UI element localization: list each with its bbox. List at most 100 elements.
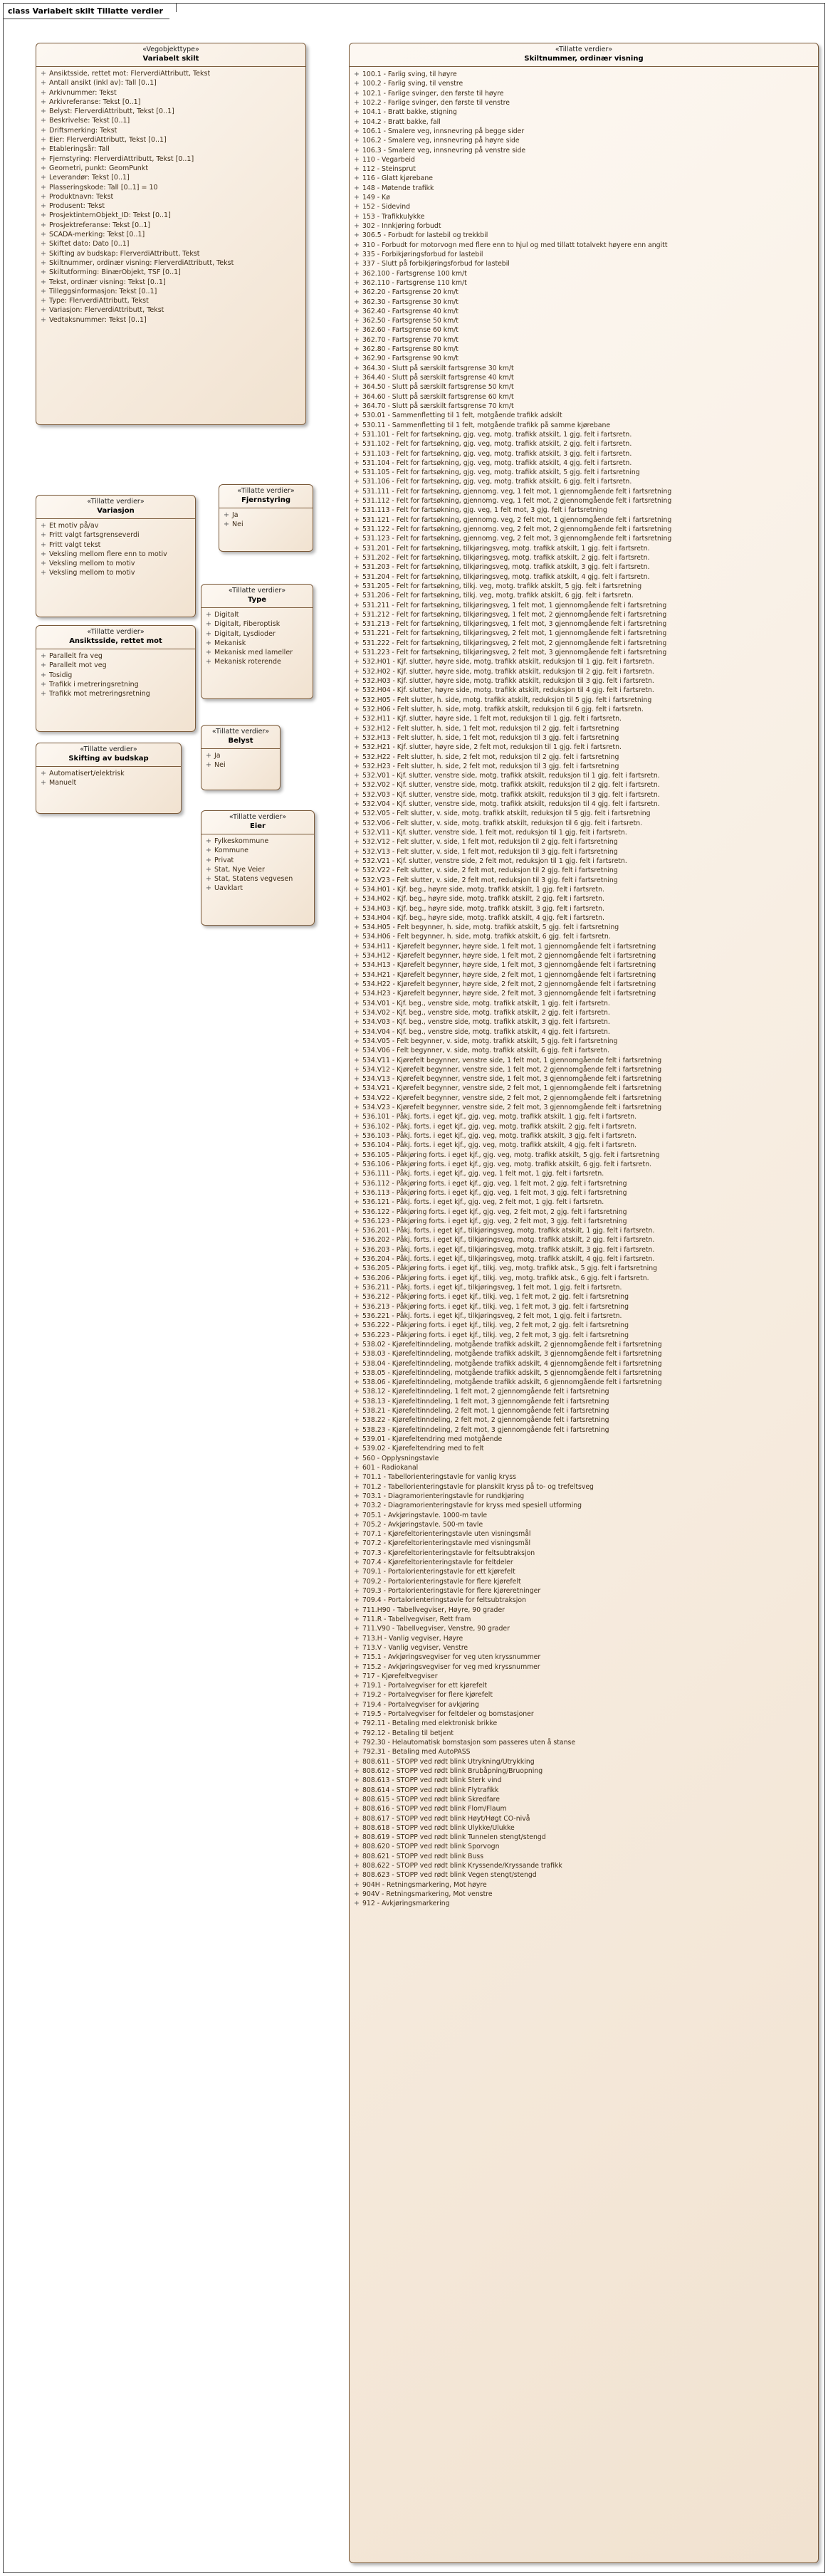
attribute-text: 532.H22 - Felt slutter, h. side, 2 felt … (362, 753, 619, 761)
visibility-marker: + (354, 165, 360, 174)
attribute-row: +532.V11 - Kjf. slutter, venstre side, 1… (354, 828, 814, 837)
class-header: «Tillatte verdier» Variasjon (36, 496, 195, 519)
visibility-marker: + (41, 70, 46, 78)
visibility-marker: + (354, 345, 360, 354)
visibility-marker: + (354, 1748, 360, 1756)
attribute-text: 536.121 - Påkj. forts. i eget kjf., gjg.… (362, 1198, 604, 1207)
attribute-text: Ja (214, 752, 221, 760)
visibility-marker: + (354, 1823, 360, 1832)
visibility-marker: + (354, 1445, 360, 1453)
class-stereotype: «Tillatte verdier» (87, 628, 145, 636)
attribute-row: +106.2 - Smalere veg, innsnevring på høy… (354, 136, 814, 145)
visibility-marker: + (354, 847, 360, 856)
class-header: «Tillatte verdier» Eier (201, 811, 314, 834)
class-variasjon[interactable]: «Tillatte verdier» Variasjon +Et motiv p… (36, 495, 196, 617)
attribute-text: 536.213 - Påkjøring forts. i eget kjf., … (362, 1302, 629, 1311)
class-ansiktsside-rettet-mot[interactable]: «Tillatte verdier» Ansiktsside, rettet m… (36, 625, 196, 732)
class-variabelt-skilt[interactable]: «Vegobjekttype» Variabelt skilt +Ansikts… (36, 43, 306, 425)
attribute-row: +Etableringsår: Tall (41, 145, 301, 154)
attribute-text: Trafikk mot metreringsretning (49, 690, 150, 698)
attribute-text: Veksling mellom to motiv (49, 569, 135, 577)
attribute-row: +Leverandør: Tekst [0..1] (41, 173, 301, 182)
class-eier[interactable]: «Tillatte verdier» Eier +Fylkeskommune+K… (201, 810, 315, 926)
attribute-text: 532.H05 - Felt slutter, h. side, motg. t… (362, 696, 652, 704)
class-skifting-av-budskap[interactable]: «Tillatte verdier» Skifting av budskap +… (36, 743, 182, 814)
attribute-row: +532.V05 - Felt slutter, v. side, motg. … (354, 809, 814, 818)
attribute-list: +Ansiktsside, rettet mot: FlerverdiAttri… (36, 67, 305, 328)
visibility-marker: + (354, 1729, 360, 1737)
attribute-row: +792.12 - Betaling til betjent (354, 1729, 814, 1738)
visibility-marker: + (354, 753, 360, 761)
attribute-row: +701.2 - Tabellorienteringstavle for pla… (354, 1482, 814, 1492)
attribute-text: 104.2 - Bratt bakke, fall (362, 117, 441, 126)
attribute-row: +536.201 - Påkj. forts. i eget kjf., til… (354, 1226, 814, 1235)
visibility-marker: + (354, 933, 360, 941)
attribute-text: 711.V90 - Tabellvegviser, Venstre, 90 gr… (362, 1625, 510, 1633)
attribute-row: +104.1 - Bratt bakke, stigning (354, 108, 814, 117)
attribute-text: Veksling mellom flere enn to motiv (49, 550, 167, 558)
attribute-row: +153 - Trafikkulykke (354, 212, 814, 221)
visibility-marker: + (206, 649, 211, 657)
attribute-text: 536.112 - Påkjøring forts. i eget kjf., … (362, 1179, 627, 1188)
attribute-row: +531.105 - Felt for fartsøkning, gjg. ve… (354, 468, 814, 477)
attribute-row: +532.V23 - Felt slutter, v. side, 2 felt… (354, 876, 814, 885)
attribute-text: 538.12 - Kjørefeltinndeling, 1 felt mot,… (362, 1388, 609, 1396)
attribute-row: +536.113 - Påkjøring forts. i eget kjf.,… (354, 1188, 814, 1198)
visibility-marker: + (354, 383, 360, 392)
visibility-marker: + (354, 1862, 360, 1870)
attribute-row: +Skiltutforming: BinærObjekt, TSF [0..1] (41, 268, 301, 277)
attribute-row: +530.01 - Sammenfletting til 1 felt, mot… (354, 411, 814, 420)
class-belyst[interactable]: «Tillatte verdier» Belyst +Ja+Nei (201, 725, 281, 790)
attribute-text: Skiltnummer, ordinær visning: FlerverdiA… (49, 258, 234, 267)
attribute-row: +531.222 - Felt for fartsøkning, tilkjør… (354, 639, 814, 648)
visibility-marker: + (354, 155, 360, 164)
visibility-marker: + (354, 449, 360, 458)
attribute-row: +Tekst, ordinær visning: Tekst [0..1] (41, 278, 301, 287)
attribute-row: +Fjernstyring: FlerverdiAttributt, Tekst… (41, 155, 301, 164)
attribute-row: +532.V01 - Kjf. slutter, venstre side, m… (354, 771, 814, 780)
attribute-row: +703.1 - Diagramorienteringstavle for ru… (354, 1492, 814, 1501)
attribute-text: Vedtaksnummer: Tekst [0..1] (49, 315, 147, 324)
attribute-row: +306.5 - Forbudt for lastebil og trekkbi… (354, 231, 814, 240)
attribute-row: +Arkivreferanse: Tekst [0..1] (41, 98, 301, 107)
class-fjernstyring[interactable]: «Tillatte verdier» Fjernstyring +Ja+Nei (219, 484, 313, 552)
attribute-text: Nei (232, 520, 243, 529)
visibility-marker: + (41, 315, 46, 324)
attribute-text: 306.5 - Forbudt for lastebil og trekkbil (362, 231, 488, 240)
attribute-row: +808.622 - STOPP ved rødt blink Kryssend… (354, 1861, 814, 1870)
attribute-row: +104.2 - Bratt bakke, fall (354, 117, 814, 127)
visibility-marker: + (354, 231, 360, 240)
visibility-marker: + (41, 211, 46, 220)
attribute-text: 531.221 - Felt for fartsøkning, tilkjøri… (362, 629, 667, 638)
attribute-text: 532.H04 - Kjf. slutter, høyre side, motg… (362, 686, 654, 695)
visibility-marker: + (41, 108, 46, 116)
visibility-marker: + (354, 421, 360, 429)
visibility-marker: + (354, 1321, 360, 1330)
visibility-marker: + (354, 535, 360, 543)
attribute-row: +904H - Retningsmarkering, Mot høyre (354, 1880, 814, 1890)
visibility-marker: + (354, 1037, 360, 1045)
attribute-row: +808.617 - STOPP ved rødt blink Høyt/Høg… (354, 1814, 814, 1823)
attribute-row: +Ja (224, 511, 308, 520)
attribute-text: 711.R - Tabellvegviser, Rett fram (362, 1615, 471, 1623)
attribute-text: 532.V05 - Felt slutter, v. side, motg. t… (362, 810, 651, 818)
attribute-row: +532.H13 - Felt slutter, h. side, 1 felt… (354, 733, 814, 743)
attribute-row: +707.1 - Kjørefeltorienteringstavle uten… (354, 1529, 814, 1539)
attribute-row: +536.212 - Påkjøring forts. i eget kjf.,… (354, 1292, 814, 1302)
class-skiltnummer-ordinaer-visning[interactable]: «Tillatte verdier» Skiltnummer, ordinær … (349, 43, 819, 2563)
attribute-row: +ProsjektinternObjekt_ID: Tekst [0..1] (41, 211, 301, 220)
visibility-marker: + (354, 497, 360, 506)
class-type[interactable]: «Tillatte verdier» Type +Digitalt+Digita… (201, 584, 313, 699)
attribute-text: Variasjon: FlerverdiAttributt, Tekst (49, 306, 164, 315)
visibility-marker: + (354, 1814, 360, 1823)
attribute-text: Digitalt, Lysdioder (214, 629, 276, 638)
attribute-row: +Vedtaksnummer: Tekst [0..1] (41, 315, 301, 325)
attribute-row: +Skiftet dato: Dato [0..1] (41, 239, 301, 248)
attribute-row: +531.212 - Felt for fartsøkning, tilkjør… (354, 610, 814, 619)
attribute-row: +709.1 - Portalorienteringstavle for ett… (354, 1567, 814, 1576)
attribute-text: 536.102 - Påkj. forts. i eget kjf., gjg.… (362, 1122, 637, 1131)
attribute-row: +536.206 - Påkjøring forts. i eget kjf.,… (354, 1274, 814, 1283)
visibility-marker: + (354, 1615, 360, 1623)
attribute-row: +536.112 - Påkjøring forts. i eget kjf.,… (354, 1179, 814, 1188)
attribute-text: 532.H23 - Felt slutter, h. side, 2 felt … (362, 762, 619, 770)
